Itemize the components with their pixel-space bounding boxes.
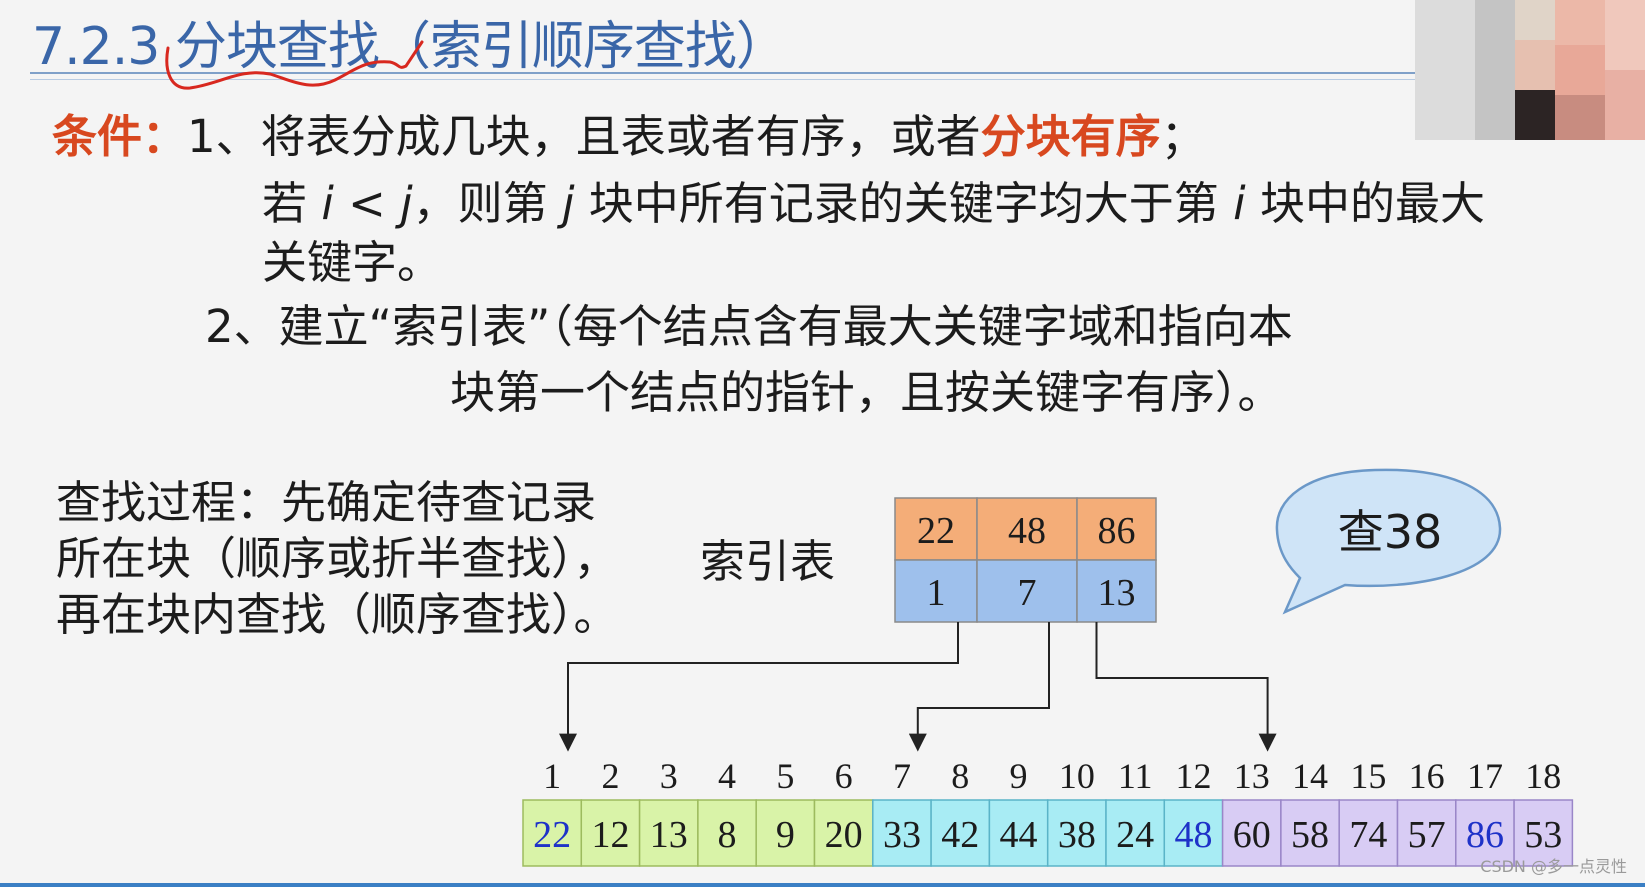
condition-line-5: 块第一个结点的指针，且按关键字有序）。 <box>450 366 1283 419</box>
array-cell <box>988 799 1049 867</box>
bubble-text: 查38 <box>1338 505 1443 559</box>
condition-line-1: 条件：1、将表分成几块，且表或者有序，或者分块有序； <box>52 100 1206 165</box>
array-index: 4 <box>718 756 736 796</box>
array-value: 86 <box>1466 814 1504 856</box>
array-value: 57 <box>1408 814 1446 856</box>
array-value: 42 <box>941 814 979 856</box>
array-value: 22 <box>533 814 571 856</box>
array-value: 20 <box>825 814 863 856</box>
text-segment: 块中的最大 <box>1245 177 1485 230</box>
array-value: 60 <box>1233 814 1271 856</box>
index-pointer-cell <box>1076 559 1157 623</box>
array-value: 13 <box>650 814 688 856</box>
var-j: j <box>400 177 413 230</box>
array-cell <box>872 799 932 867</box>
array-index: 18 <box>1525 756 1561 796</box>
array-value: 58 <box>1291 814 1329 856</box>
array-cell <box>580 799 641 867</box>
slide-title: 7.2.3 分块查找（索引顺序查找） <box>32 17 788 77</box>
title-divider <box>30 72 1415 74</box>
webcam-thumbnail <box>1415 0 1645 140</box>
search-process: 查找过程：先确定待查记录 所在块（顺序或折半查找）， 再在块内查找（顺序查找）。 <box>56 475 619 643</box>
array-cell <box>1396 799 1457 867</box>
text-segment: 块中所有记录的关键字均大于第 <box>574 177 1234 230</box>
array-cell <box>1280 799 1340 867</box>
array-value: 44 <box>1000 814 1038 856</box>
array-index: 7 <box>893 756 911 796</box>
array-value: 12 <box>591 814 629 856</box>
index-pointer-value: 7 <box>1018 572 1037 614</box>
slide-bottom-bar <box>0 883 1645 887</box>
index-key-value: 48 <box>1008 510 1046 552</box>
array-value: 38 <box>1058 814 1096 856</box>
index-key-value: 22 <box>917 510 955 552</box>
red-underline-annotation <box>165 40 424 90</box>
condition-line-4: 2、建立“索引表”（每个结点含有最大关键字域和指向本 <box>205 300 1293 353</box>
array-cell <box>1163 799 1224 867</box>
condition-item1-text: 1、将表分成几块，且表或者有序，或者 <box>187 110 981 163</box>
array-index: 8 <box>951 756 969 796</box>
array-index: 3 <box>660 756 678 796</box>
condition-line-3: 关键字。 <box>262 236 443 289</box>
block-pointer-arrow <box>559 622 959 752</box>
array-value: 24 <box>1116 814 1154 856</box>
array-index: 17 <box>1467 756 1503 796</box>
array-index: 15 <box>1350 756 1386 796</box>
speech-bubble <box>1275 468 1502 615</box>
array-value: 74 <box>1349 814 1387 856</box>
array-index: 5 <box>776 756 794 796</box>
array-cell <box>1513 799 1574 867</box>
array-cell <box>1338 799 1399 867</box>
array-index: 11 <box>1118 756 1153 796</box>
array-cell <box>638 799 699 867</box>
block-pointer-arrow <box>908 622 1050 752</box>
array-index: 13 <box>1234 756 1270 796</box>
process-line-1: 查找过程：先确定待查记录 <box>56 476 597 529</box>
array-index: 6 <box>835 756 853 796</box>
index-pointer-cell <box>976 559 1078 623</box>
array-value: 33 <box>883 814 921 856</box>
text-segment: ，则第 <box>412 177 562 230</box>
index-key-cell <box>894 497 978 561</box>
index-key-value: 86 <box>1098 510 1136 552</box>
title-divider-thin <box>30 79 1415 80</box>
array-value: 48 <box>1174 814 1212 856</box>
watermark: CSDN @多一点灵性 <box>1480 857 1627 876</box>
array-cell <box>522 799 583 867</box>
array-cell <box>930 799 991 867</box>
array-index: 10 <box>1059 756 1095 796</box>
text-segment: 若 <box>262 177 322 230</box>
index-key-cell <box>976 497 1078 561</box>
process-line-3: 再在块内查找（顺序查找）。 <box>56 588 619 641</box>
array-cell <box>1046 799 1107 867</box>
index-table-label: 索引表 <box>700 535 836 588</box>
condition-item1-suffix: ； <box>1160 110 1206 163</box>
array-cell <box>1455 799 1515 867</box>
index-pointer-value: 1 <box>927 572 946 614</box>
array-index: 9 <box>1010 756 1028 796</box>
array-index: 2 <box>601 756 619 796</box>
block-pointer-arrow <box>1095 622 1277 752</box>
process-line-2: 所在块（顺序或折半查找）， <box>56 532 619 585</box>
var-j: j <box>561 177 575 230</box>
index-key-cell <box>1076 497 1157 561</box>
var-i: i <box>1233 177 1246 230</box>
array-cell <box>1221 799 1282 867</box>
index-pointer-value: 13 <box>1098 572 1136 614</box>
text-segment: < <box>333 177 401 230</box>
array-value: 8 <box>718 814 737 856</box>
condition-line-2: 若 i < j，则第 j 块中所有记录的关键字均大于第 i 块中的最大 <box>262 167 1485 232</box>
var-i: i <box>321 177 334 230</box>
array-index: 12 <box>1175 756 1211 796</box>
array-value: 9 <box>776 814 795 856</box>
array-index: 16 <box>1409 756 1445 796</box>
condition-label: 条件： <box>52 110 188 163</box>
array-index: 1 <box>543 756 561 796</box>
condition-highlight: 分块有序 <box>980 110 1161 163</box>
array-value: 53 <box>1524 814 1562 856</box>
array-index: 14 <box>1292 756 1328 796</box>
array-cell <box>1105 799 1166 867</box>
